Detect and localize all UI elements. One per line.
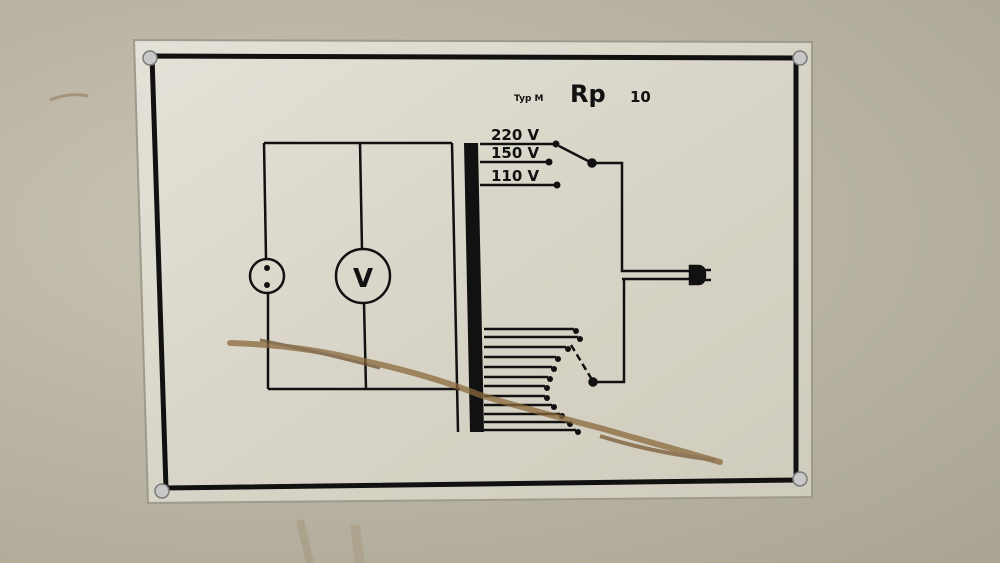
- voltmeter-label: V: [353, 264, 373, 294]
- meter-wire-bottom: [362, 302, 368, 390]
- tap-220: 220 V: [480, 126, 560, 148]
- voltage-taps: 220 V 150 V 110 V: [480, 126, 561, 189]
- tap-150: 150 V: [480, 144, 553, 166]
- model-number: 10: [630, 88, 651, 106]
- meter-wire-top: [358, 142, 364, 251]
- tap-label-150: 150 V: [491, 144, 540, 162]
- tap-label-110: 110 V: [491, 167, 540, 185]
- screw-top-right: [792, 50, 808, 66]
- nameplate: Typ M Rp 10 V: [132, 38, 813, 505]
- tap-label-220: 220 V: [491, 126, 540, 144]
- socket-wire-top: [262, 142, 268, 259]
- transformer-core: [464, 143, 484, 432]
- secondary-tap-contacts: [544, 328, 583, 435]
- type-label: Typ M: [514, 94, 544, 104]
- rust-streak: [227, 338, 723, 465]
- screw-bottom-left: [154, 483, 170, 499]
- voltage-selector-switch: [558, 144, 690, 281]
- tap-selector-switch: [569, 279, 626, 387]
- screw-top-left: [142, 50, 158, 66]
- voltmeter-symbol: V: [334, 247, 392, 305]
- socket-symbol: [248, 257, 286, 295]
- secondary-taps: [484, 327, 578, 432]
- wall-stains: [49, 93, 365, 563]
- tap-110: 110 V: [480, 167, 561, 189]
- plug-icon: [688, 264, 711, 286]
- screw-bottom-right: [792, 471, 808, 487]
- model-letters: Rp: [570, 80, 606, 108]
